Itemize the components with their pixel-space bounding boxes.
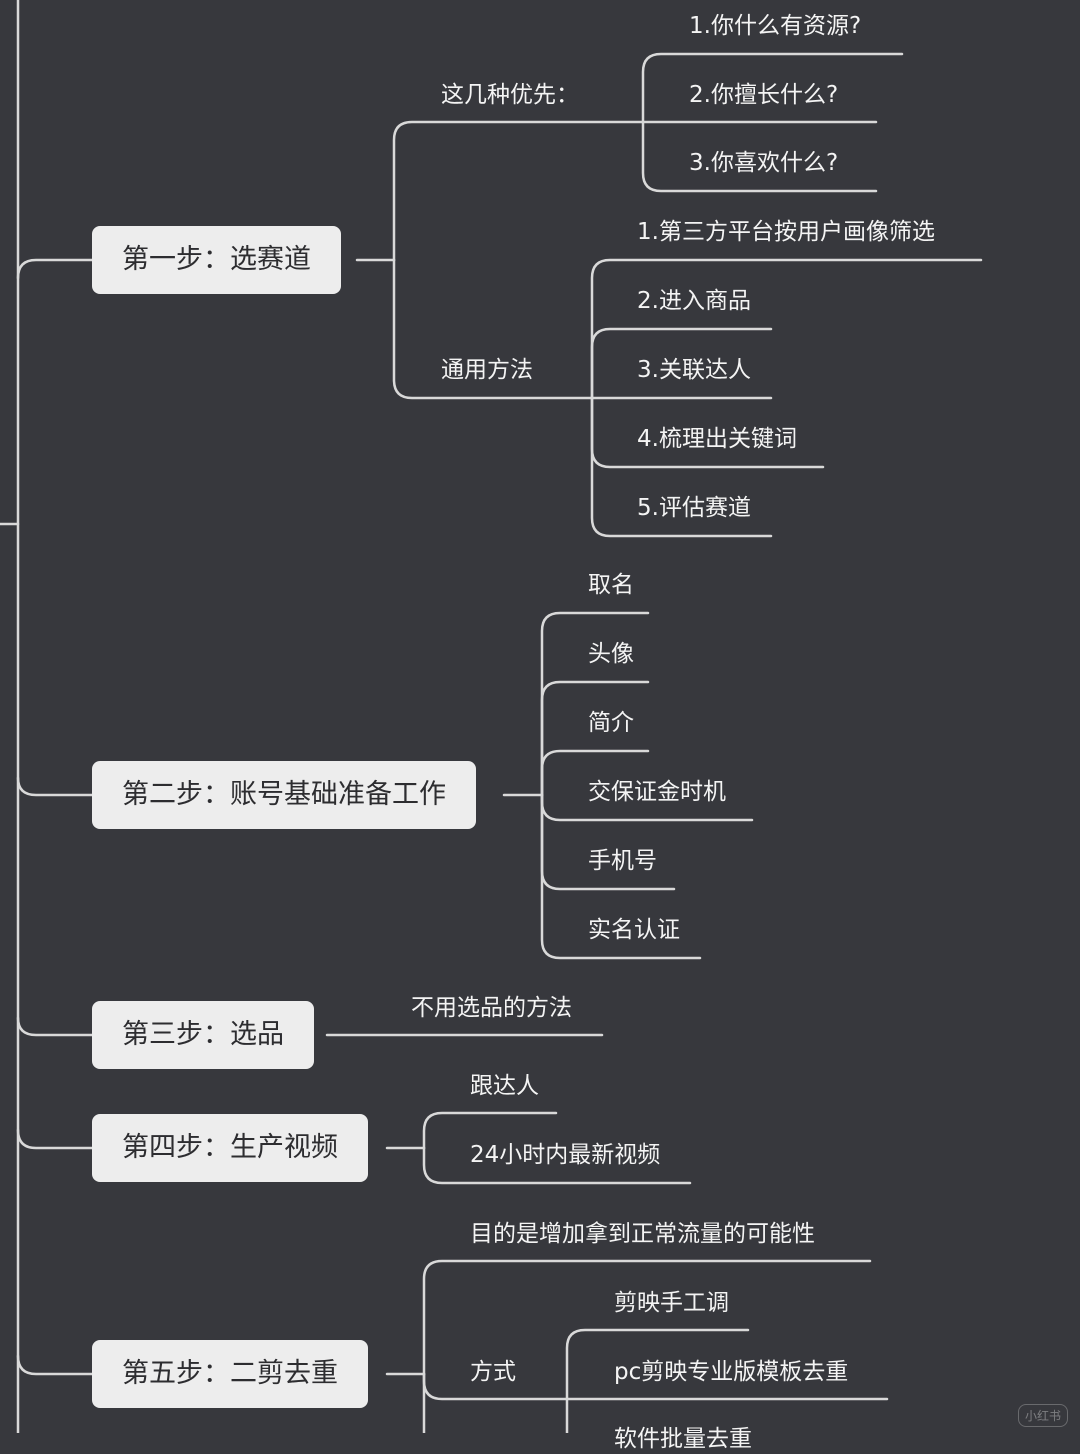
step3-node: 第三步：选品 — [92, 1001, 314, 1069]
step2-item-4: 交保证金时机 — [588, 779, 726, 805]
step5-method-label: 方式 — [470, 1359, 516, 1385]
step2-item-2: 头像 — [588, 641, 634, 667]
step2-item-3: 简介 — [588, 710, 634, 736]
step3-item-1: 不用选品的方法 — [411, 995, 572, 1021]
step1-method-label: 通用方法 — [441, 357, 533, 383]
step1-method-item-4: 4.梳理出关键词 — [637, 426, 797, 452]
watermark-logo: 小红书 — [1017, 1404, 1068, 1427]
step1-priority-item-1: 1.你什么有资源? — [689, 13, 862, 39]
step2-item-6: 实名认证 — [588, 917, 680, 943]
step1-method-item-3: 3.关联达人 — [637, 357, 751, 383]
step5-method-item-2: pc剪映专业版模板去重 — [614, 1359, 849, 1385]
step1-priority-item-2: 2.你擅长什么? — [689, 82, 839, 108]
step2-item-1: 取名 — [588, 572, 634, 598]
step5-method-item-3: 软件批量去重 — [614, 1426, 752, 1452]
step1-node: 第一步：选赛道 — [92, 226, 341, 294]
step2-node: 第二步：账号基础准备工作 — [92, 761, 476, 829]
step2-item-5: 手机号 — [588, 848, 657, 874]
step5-goal: 目的是增加拿到正常流量的可能性 — [470, 1221, 815, 1247]
step1-method-item-1: 1.第三方平台按用户画像筛选 — [637, 219, 935, 245]
step5-method-item-1: 剪映手工调 — [614, 1290, 729, 1316]
step1-priority-label: 这几种优先： — [441, 82, 579, 108]
step1-method-item-5: 5.评估赛道 — [637, 495, 751, 521]
step1-method-item-2: 2.进入商品 — [637, 288, 751, 314]
step4-item-1: 跟达人 — [470, 1073, 539, 1099]
step1-priority-item-3: 3.你喜欢什么? — [689, 150, 839, 176]
step4-item-2: 24小时内最新视频 — [470, 1142, 661, 1168]
step5-node: 第五步：二剪去重 — [92, 1340, 368, 1408]
step4-node: 第四步：生产视频 — [92, 1114, 368, 1182]
